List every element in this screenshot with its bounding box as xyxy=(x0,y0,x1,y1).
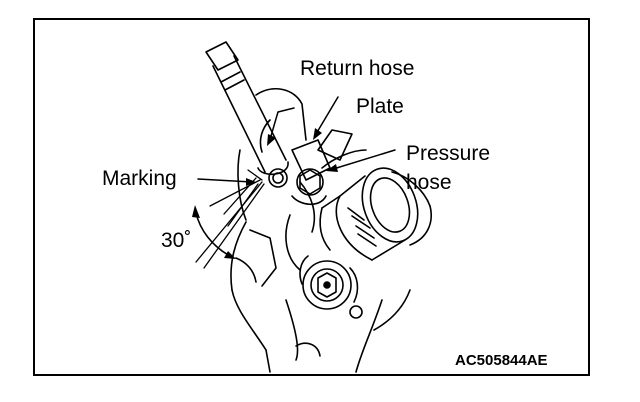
arc-arrowhead-top xyxy=(192,205,200,218)
leader-lines xyxy=(197,96,396,183)
pressure-hose-label-line2: hose xyxy=(406,171,452,194)
pulley-bolt xyxy=(295,255,363,357)
pump-housing xyxy=(230,87,432,373)
plate-and-pressure-fitting xyxy=(268,139,367,206)
marking-arrowhead xyxy=(246,178,256,186)
arc-arrowhead-bottom xyxy=(224,251,236,259)
figure-code: AC505844AE xyxy=(455,352,548,369)
return-hose-arrowhead xyxy=(267,134,276,146)
pressure-hose-arrowhead xyxy=(326,164,338,172)
angle-arc xyxy=(195,212,231,257)
angle-label: 30˚ xyxy=(161,229,192,252)
plate-arrowhead xyxy=(313,128,322,140)
figure-frame xyxy=(33,18,590,376)
return-hose-pipe xyxy=(205,41,289,175)
marking-label: Marking xyxy=(102,167,177,190)
angle-lines xyxy=(195,169,265,269)
reservoir-cylinder xyxy=(319,167,419,261)
return-hose-label: Return hose xyxy=(300,57,415,80)
plate-label: Plate xyxy=(356,95,404,118)
pressure-hose-label-line1: Pressure xyxy=(406,142,491,165)
